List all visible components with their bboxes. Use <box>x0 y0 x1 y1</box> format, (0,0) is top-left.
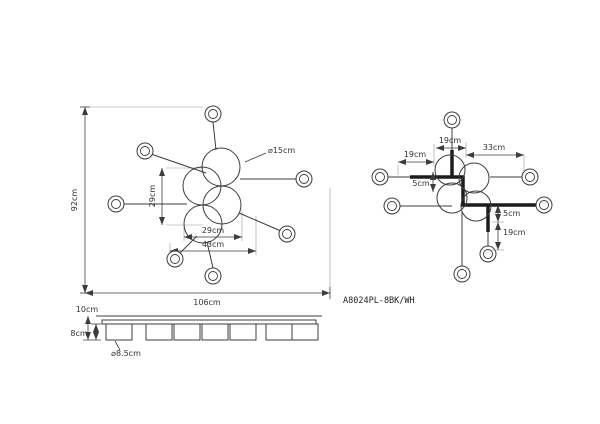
large-shade-circle <box>436 182 468 214</box>
lamp-head <box>521 168 539 186</box>
lamp-head <box>107 195 125 213</box>
lamp-head <box>136 142 154 160</box>
large-shade-circle <box>460 190 492 222</box>
dim-head-diameter-label: ⌀8.5cm <box>111 349 141 358</box>
large-shade-circle <box>202 185 242 225</box>
dim-drop-height-label: 10cm <box>76 305 99 314</box>
large-shade-circle <box>183 204 223 244</box>
detail-view-center-shade-cluster <box>434 154 492 222</box>
dim-arm-top-label: 19cm <box>439 136 462 145</box>
side-view-drawing: 10cm 8cm ⌀8.5cm <box>70 305 322 358</box>
dim-head-height-label: 8cm <box>70 329 87 338</box>
dim-cluster-outer-width-label: 43cm <box>202 240 225 249</box>
side-view-dimension-lines <box>83 316 121 351</box>
dim-arm-left-label: 19cm <box>404 150 427 159</box>
lamp-head-body <box>229 323 257 341</box>
large-shade-circle <box>201 147 241 187</box>
lamp-head-body <box>173 323 201 341</box>
lamp-head <box>278 225 296 243</box>
dim-overall-height-label: 92cm <box>70 189 79 212</box>
lamp-head <box>383 197 401 215</box>
lamp-head <box>371 168 389 186</box>
top-view-lamp-heads <box>107 105 313 285</box>
lamp-head-body <box>265 323 293 341</box>
dim-overall-width-label: 106cm <box>193 298 221 307</box>
detail-view-dimension-lines <box>397 142 525 251</box>
large-shade-circle <box>434 154 466 186</box>
dim-offset-left-label: 5cm <box>412 179 429 188</box>
dim-cluster-height-label: 29cm <box>148 185 157 208</box>
lamp-head <box>166 250 184 268</box>
lamp-head <box>443 111 461 129</box>
dim-arm-bottom-label: 19cm <box>503 228 526 237</box>
detail-view-drawing: 19cm 19cm 33cm 5cm 5cm 19cm <box>371 111 553 283</box>
lamp-head-body <box>201 323 229 341</box>
lamp-head-body <box>105 323 133 341</box>
large-shade-circle <box>182 166 222 206</box>
dim-offset-right-label: 5cm <box>503 209 520 218</box>
detail-view-lamp-heads <box>371 111 553 283</box>
top-view-drawing: 92cm 106cm 29cm 29cm 43cm ⌀15cm <box>70 105 331 307</box>
dim-shade-diameter-label: ⌀15cm <box>268 146 295 155</box>
lamp-head <box>453 265 471 283</box>
side-view-lamp-heads <box>105 323 319 341</box>
dim-arm-right-label: 33cm <box>483 143 506 152</box>
diameter-leader-line <box>244 152 267 163</box>
lamp-head <box>204 105 222 123</box>
top-view-dimension-lines <box>80 106 331 299</box>
top-view-extension-lines <box>90 106 331 287</box>
dim-cluster-width-label: 29cm <box>202 226 225 235</box>
large-shade-circle <box>458 162 490 194</box>
diameter-leader-line <box>114 340 121 351</box>
lamp-head <box>479 245 497 263</box>
lamp-head <box>295 170 313 188</box>
lamp-head-body <box>291 323 319 341</box>
fixture-arm-bar <box>101 319 317 325</box>
top-view-center-shade-cluster <box>182 147 242 244</box>
lamp-head <box>204 267 222 285</box>
top-view-fixture-arms <box>124 121 296 269</box>
model-number-label: A8024PL-8BK/WH <box>343 296 415 306</box>
lamp-head <box>535 196 553 214</box>
lamp-head-body <box>145 323 173 341</box>
detail-view-fixture-arms <box>388 128 522 266</box>
